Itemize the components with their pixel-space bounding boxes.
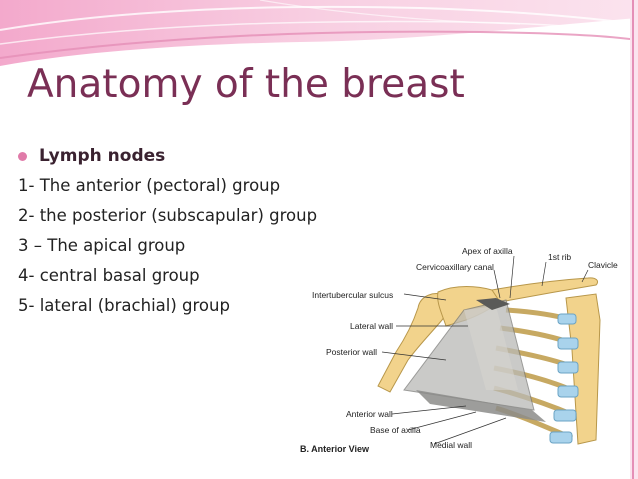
bullet-heading: Lymph nodes: [18, 146, 165, 166]
bullet-dot-icon: [18, 151, 27, 161]
right-edge-decoration: [630, 0, 638, 479]
list-item: 3 – The apical group: [18, 236, 186, 255]
bullet-label: Lymph nodes: [39, 146, 166, 166]
label-anterior-wall: Anterior wall: [346, 409, 393, 419]
label-view: B. Anterior View: [300, 444, 370, 454]
slide-title: Anatomy of the breast: [27, 62, 465, 107]
list-item: 1- The anterior (pectoral) group: [18, 176, 281, 195]
axilla-anatomy-figure: Apex of axilla 1st rib Cervicoaxillary c…: [296, 240, 626, 472]
decorative-banner: [0, 0, 638, 66]
label-clavicle: Clavicle: [588, 260, 618, 270]
lymph-node-list: 1- The anterior (pectoral) group 2- the …: [18, 174, 317, 324]
label-posterior-wall: Posterior wall: [326, 347, 377, 357]
list-item: 2- the posterior (subscapular) group: [18, 206, 318, 225]
label-first-rib: 1st rib: [548, 252, 571, 262]
label-canal: Cervicoaxillary canal: [416, 262, 494, 272]
list-item: 5- lateral (brachial) group: [18, 296, 230, 315]
label-apex: Apex of axilla: [462, 246, 513, 256]
label-base: Base of axilla: [370, 425, 421, 435]
list-item: 4- central basal group: [18, 266, 200, 285]
label-lateral-wall: Lateral wall: [350, 321, 393, 331]
label-medial-wall: Medial wall: [430, 440, 472, 450]
label-sulcus: Intertubercular sulcus: [312, 290, 393, 300]
